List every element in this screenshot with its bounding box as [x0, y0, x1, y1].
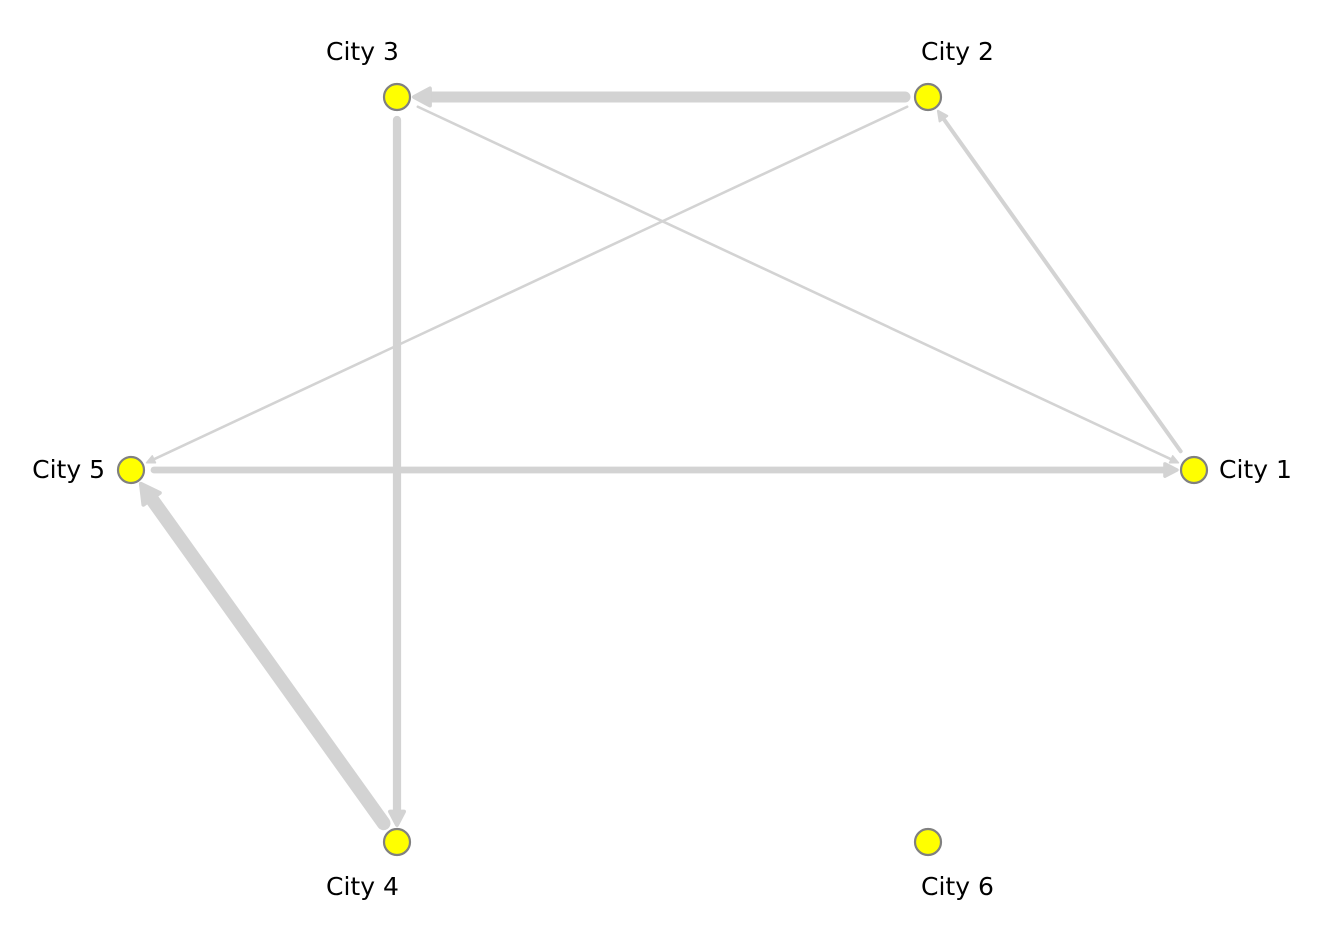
node-label-city5: City 5	[32, 455, 105, 484]
edge-city5-city1	[150, 462, 1179, 478]
edge-city4-city5	[138, 481, 391, 831]
edge-line	[940, 115, 1183, 454]
edge-line	[416, 105, 1174, 461]
node-city4	[382, 827, 412, 857]
labels-layer: City 1 City 2 City 3 City 4 City 5 City 6	[32, 37, 1292, 901]
node-label-city1: City 1	[1219, 455, 1292, 484]
edge-arrowhead	[388, 809, 406, 827]
edge-city3-city1	[416, 105, 1180, 464]
edge-city2-city3	[412, 86, 911, 108]
node-city2	[913, 82, 943, 112]
node-label-city6: City 6	[921, 872, 994, 901]
edge-city2-city5	[145, 105, 909, 464]
edge-arrowhead	[1168, 455, 1180, 464]
edges-layer	[138, 86, 1183, 831]
edge-arrowhead	[138, 481, 162, 507]
edge-arrowhead	[936, 109, 949, 123]
edge-arrowhead	[145, 455, 157, 464]
edge-arrowhead	[412, 86, 432, 108]
edge-arrowhead	[1163, 462, 1179, 478]
node-label-city3: City 3	[326, 37, 399, 66]
edge-line	[144, 491, 391, 831]
edge-city3-city4	[388, 115, 406, 827]
node-label-city4: City 4	[326, 872, 399, 901]
nodes-layer	[116, 82, 1209, 857]
node-label-city2: City 2	[921, 37, 994, 66]
node-city6	[913, 827, 943, 857]
node-city1	[1179, 455, 1209, 485]
edge-city1-city2	[936, 109, 1183, 454]
edge-line	[151, 105, 909, 461]
node-city3	[382, 82, 412, 112]
node-city5	[116, 455, 146, 485]
